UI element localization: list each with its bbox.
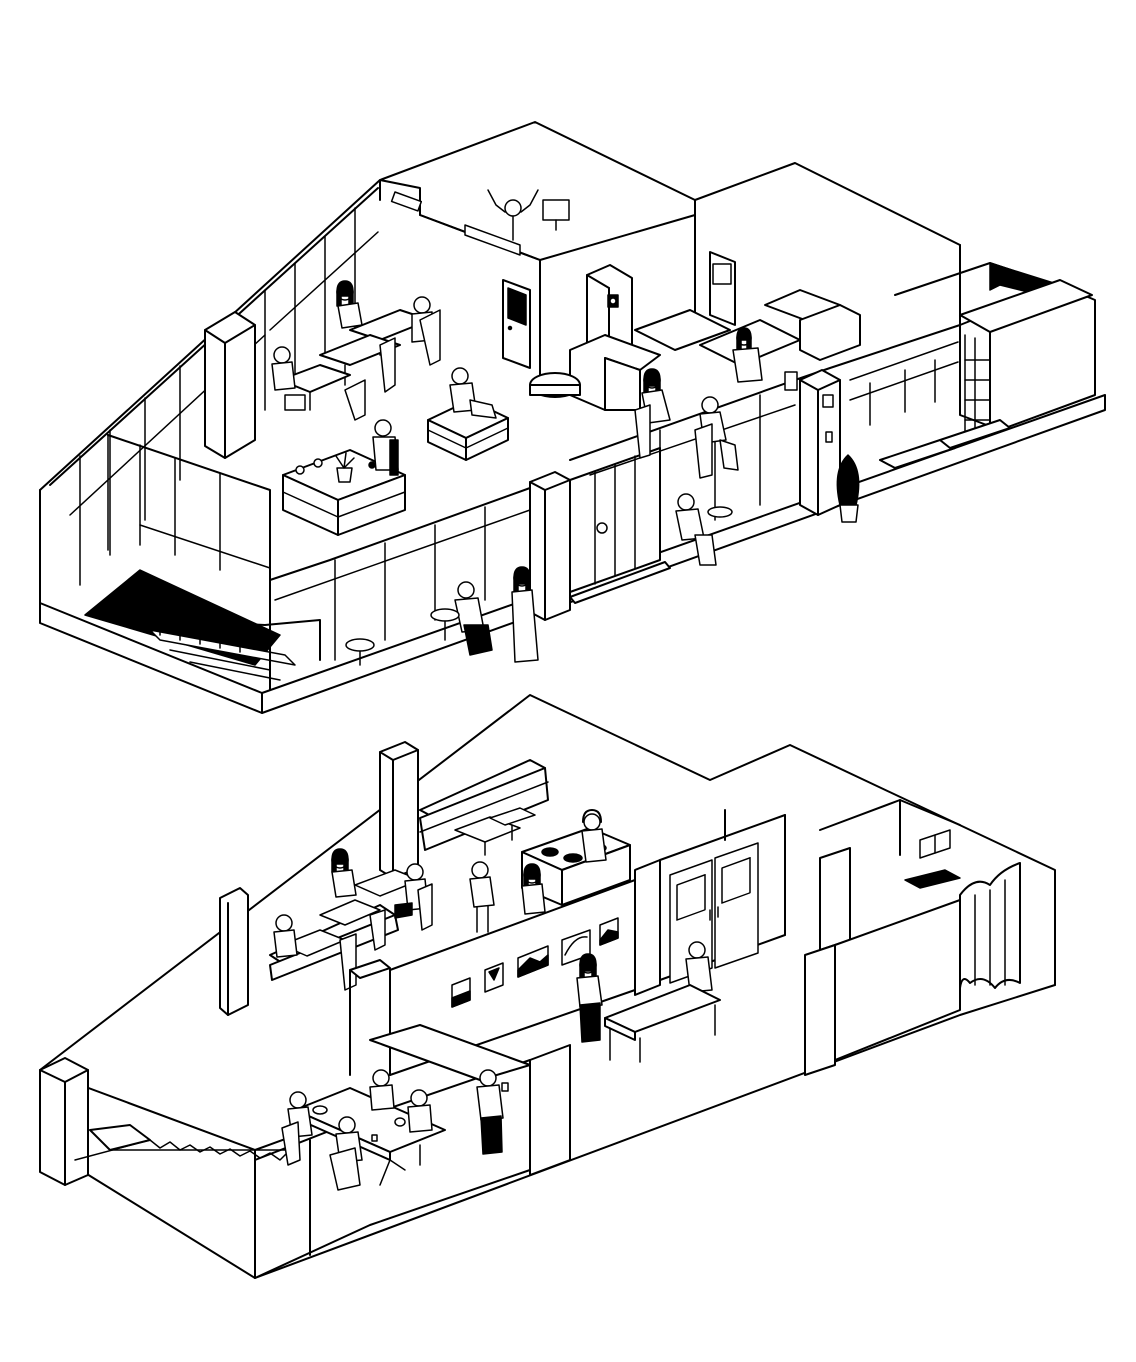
- lower-right-rooms: [724, 799, 961, 1076]
- plant-icon: [836, 454, 860, 523]
- curtain-icon: [959, 862, 1021, 989]
- upper-display-table: [282, 419, 406, 536]
- upper-floor: [39, 121, 1106, 714]
- person-icon: [576, 953, 603, 1043]
- lower-dining-table: [281, 1069, 446, 1191]
- person-icon: [336, 280, 363, 329]
- upper-front-people: [345, 566, 539, 666]
- chair-icon: [634, 404, 651, 459]
- door-icon: [502, 279, 531, 369]
- lower-front-shelf: [349, 959, 531, 1081]
- artwork-icon: [517, 945, 549, 978]
- upper-seating-front: [271, 346, 351, 411]
- lower-column-left: [39, 1057, 89, 1186]
- chair-icon: [417, 883, 433, 931]
- upper-front-partition: [107, 434, 531, 661]
- upper-railing-people: [634, 368, 739, 479]
- upper-lounge-person: [732, 327, 763, 383]
- person-icon: [732, 327, 763, 383]
- lower-front-wall: [254, 1044, 571, 1279]
- person-icon: [273, 914, 298, 958]
- lower-gallery-people: [576, 941, 721, 1063]
- lower-column-back: [379, 741, 419, 879]
- lower-double-door: [659, 814, 786, 984]
- person-icon: [511, 566, 539, 663]
- lower-seating-row: [269, 848, 433, 991]
- table-icon: [604, 984, 721, 1063]
- stair-icon: [74, 1124, 291, 1161]
- upper-seating-back: [336, 280, 441, 366]
- upper-ottoman: [427, 367, 509, 461]
- lower-gallery-wall: [389, 859, 661, 1076]
- upper-column-left: [204, 311, 256, 459]
- person-icon: [581, 809, 607, 863]
- upper-stairwell: [84, 569, 321, 681]
- person-icon: [685, 941, 713, 993]
- lower-back-tables: [454, 807, 536, 856]
- person-icon: [476, 1069, 509, 1155]
- person-icon: [469, 861, 495, 933]
- person-icon: [331, 848, 357, 898]
- lower-shelf-person: [476, 1069, 509, 1155]
- artwork-icon: [484, 962, 504, 993]
- chair-icon: [281, 1121, 361, 1191]
- door-icon: [709, 251, 736, 326]
- lower-curtain: [959, 862, 1021, 989]
- monitor-icon: [542, 199, 570, 231]
- upper-plant: [836, 454, 860, 523]
- person-icon: [394, 863, 429, 919]
- upper-column-front: [529, 471, 571, 621]
- person-icon: [372, 419, 399, 476]
- chair-icon: [339, 909, 386, 991]
- upper-right-door: [709, 251, 736, 326]
- lower-staircase: [74, 1124, 291, 1161]
- upper-reception-counter: [529, 334, 661, 411]
- upper-office-door: [502, 279, 531, 369]
- person-icon: [369, 1069, 395, 1111]
- person-icon: [407, 1089, 433, 1133]
- chair-icon: [419, 309, 441, 366]
- upper-cabinet: [569, 447, 671, 604]
- upper-column-right: [784, 369, 841, 516]
- plant-icon: [335, 452, 355, 483]
- lower-column-mid: [219, 887, 249, 1016]
- artwork-icon: [451, 977, 471, 1008]
- person-icon: [454, 581, 493, 656]
- person-icon: [449, 367, 497, 419]
- person-icon: [675, 493, 733, 566]
- chair-icon: [344, 337, 396, 421]
- person-icon: [271, 346, 306, 411]
- upper-office-person: [487, 189, 570, 241]
- door-icon: [669, 842, 759, 984]
- upper-cabinet-person: [675, 493, 733, 566]
- artwork-icon: [599, 917, 619, 946]
- upper-seating-middle: [319, 334, 401, 421]
- person-icon: [641, 368, 671, 424]
- lower-back-bench: [419, 759, 549, 851]
- lower-floor: [39, 694, 1056, 1279]
- chair-icon: [694, 423, 713, 479]
- upper-entrance: [879, 279, 1096, 469]
- stair-icon: [84, 569, 321, 681]
